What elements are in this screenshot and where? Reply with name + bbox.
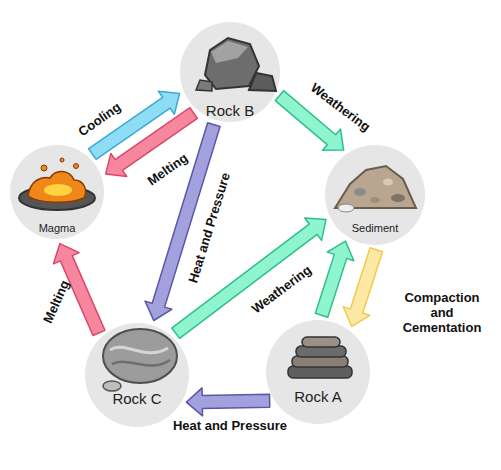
stage-label: Magma <box>10 222 104 234</box>
stage-circle <box>85 323 189 427</box>
stage-circle <box>10 145 104 239</box>
stage-label: Rock C <box>85 391 189 408</box>
stage-circle <box>325 145 425 245</box>
stage-label: Rock A <box>266 389 370 406</box>
process-arrow <box>186 388 269 416</box>
process-label: Melting <box>34 262 80 341</box>
rock-cycle-stage: Rock B <box>180 22 280 122</box>
process-label: Compaction and Cementation <box>394 291 490 336</box>
stage-label: Rock B <box>180 103 280 120</box>
stage-circle-outline <box>266 320 370 424</box>
rock-cycle-stage: Rock A <box>266 320 370 424</box>
rock-cycle-stage: Magma <box>10 145 104 239</box>
rock-cycle-stage: Rock C <box>85 323 189 427</box>
stage-label: Sediment <box>325 222 425 234</box>
rock-cycle-stage: Sediment <box>325 145 425 245</box>
process-label: Heat and Pressure <box>150 419 310 434</box>
process-label: Weathering <box>238 254 327 326</box>
stage-circle <box>266 320 370 424</box>
stage-circle <box>180 22 280 122</box>
process-arrow <box>315 241 353 317</box>
stage-circle-outline <box>85 323 189 427</box>
